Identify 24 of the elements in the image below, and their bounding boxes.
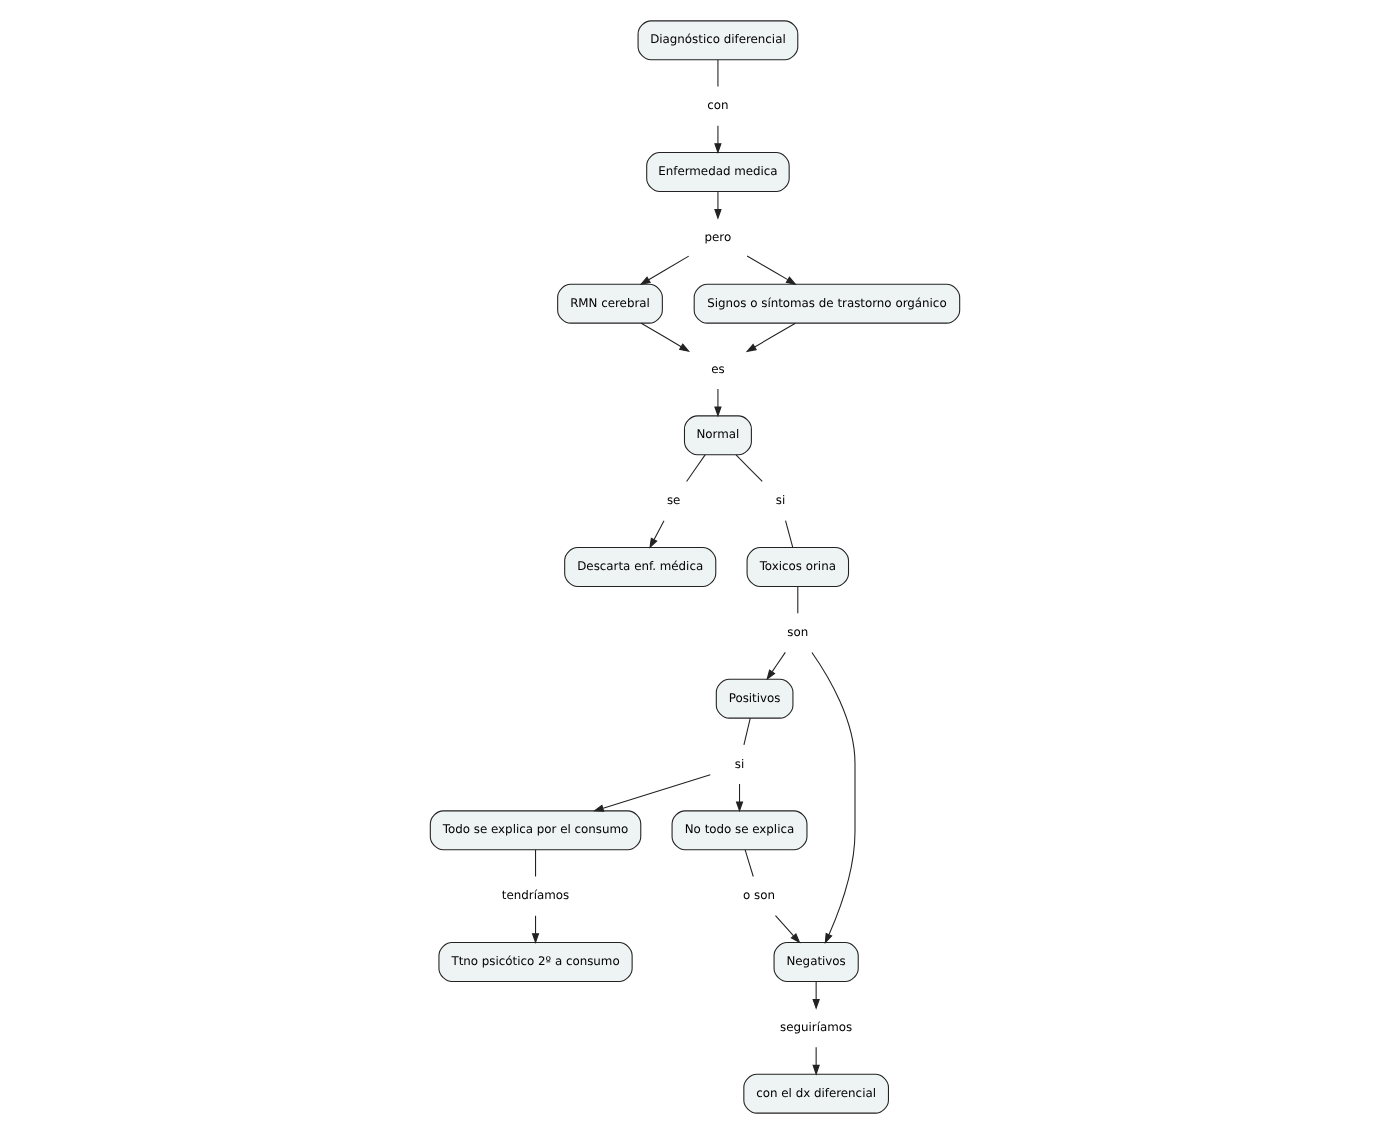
- arrow: [713, 190, 721, 220]
- arrow: [713, 388, 721, 418]
- arrow: [734, 783, 743, 813]
- connector: [743, 849, 753, 878]
- arrow: [638, 255, 689, 286]
- arrow: [811, 1046, 819, 1076]
- arrow: [745, 255, 796, 285]
- connector: [734, 454, 762, 483]
- connector: [716, 59, 718, 88]
- arrow: [810, 652, 855, 945]
- arrow: [530, 915, 539, 944]
- arrow: [713, 125, 721, 154]
- arrow: [811, 980, 819, 1010]
- arrow: [592, 774, 710, 812]
- arrow: [773, 915, 800, 944]
- connector: [742, 717, 750, 746]
- arrow: [648, 520, 664, 549]
- connector: [534, 849, 536, 878]
- arrow: [639, 322, 690, 352]
- arrow: [765, 651, 785, 681]
- connector: [685, 454, 705, 483]
- arrow: [744, 322, 795, 353]
- connector: [784, 520, 793, 548]
- connector: [796, 585, 798, 614]
